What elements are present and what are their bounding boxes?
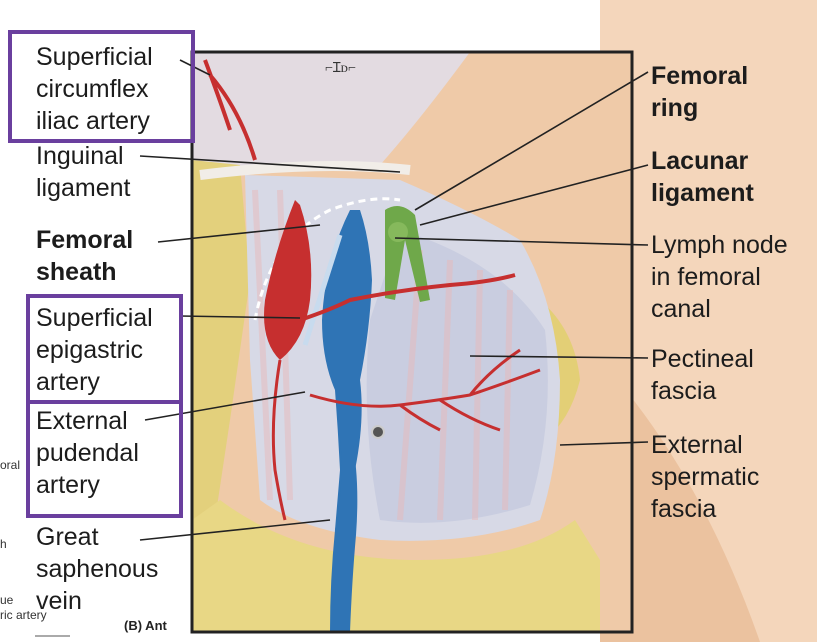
femoral-sheath-outline <box>253 197 401 321</box>
femoral-artery <box>264 200 312 360</box>
label-line: spermatic <box>651 463 760 491</box>
abdominal-fascia <box>192 52 470 175</box>
vein-wall <box>302 234 343 346</box>
label-line: ring <box>651 94 699 122</box>
label-line: External <box>651 431 743 459</box>
external-pudendal-branches <box>309 348 541 432</box>
label-line: circumflex <box>36 75 149 103</box>
great-saphenous-vein <box>330 440 358 632</box>
label-line: External <box>36 407 128 435</box>
leader-ext-pudendal <box>144 391 306 421</box>
figure-caption: (B) Ant <box>124 618 167 633</box>
superficial-circumflex-iliac-artery <box>203 59 257 161</box>
label-line: Inguinal <box>36 142 124 170</box>
frame-scribble: ⌐Ɪᴅ⌐ <box>325 61 356 76</box>
leader-sup-epigastric <box>179 315 301 319</box>
label-line: Superficial <box>36 43 153 71</box>
superficial-epigastric-artery <box>299 273 516 322</box>
label-great-saphenous-vein: Great saphenous vein <box>36 521 158 617</box>
label-line: ligament <box>651 179 754 207</box>
label-pectineal-fascia: Pectineal fascia <box>651 343 754 407</box>
leader-lymph-node <box>394 237 649 246</box>
label-line: Femoral <box>651 62 749 90</box>
label-lacunar-ligament: Lacunar ligament <box>651 145 754 209</box>
skin-shade-right <box>600 360 760 642</box>
label-line: vein <box>36 587 82 615</box>
cutoff-label-ric-artery: ric artery <box>0 608 47 622</box>
label-line: Lacunar <box>651 147 749 175</box>
illustration-frame <box>190 50 634 634</box>
label-line: fascia <box>651 495 717 523</box>
label-line: in femoral <box>651 263 761 291</box>
label-line: Femoral <box>36 226 134 254</box>
cutoff-label-h: h <box>0 537 7 551</box>
label-line: Lymph node <box>651 231 788 259</box>
cutoff-label-ue: ue <box>0 593 14 607</box>
label-line: artery <box>36 368 100 396</box>
label-line: Superficial <box>36 304 153 332</box>
pectineal-shading <box>366 230 548 523</box>
label-external-pudendal-artery: External pudendal artery <box>36 405 139 501</box>
fat-lower <box>192 500 600 632</box>
label-line: sheath <box>36 258 117 286</box>
label-line: fascia <box>651 377 717 405</box>
label-line: canal <box>651 295 711 323</box>
leader-great-saphenous <box>139 519 331 541</box>
label-superficial-circumflex-iliac-artery: Superficial circumflex iliac artery <box>36 41 153 137</box>
label-line: ligament <box>36 174 131 202</box>
highlight-box-arteries <box>26 294 183 518</box>
saphenous-opening-marker <box>371 425 385 439</box>
leader-inguinal <box>139 155 401 173</box>
label-line: saphenous <box>36 555 159 583</box>
leader-pectineal <box>469 355 649 359</box>
cutoff-label-oral: oral <box>0 458 21 472</box>
label-line: Great <box>36 523 99 551</box>
leader-lacunar <box>419 164 649 226</box>
label-line: epigastric <box>36 336 143 364</box>
highlight-box-circumflex <box>8 30 195 143</box>
label-femoral-sheath: Femoral sheath <box>36 224 133 288</box>
artery-lower-left <box>271 359 287 521</box>
label-line: iliac artery <box>36 107 150 135</box>
leader-femoral-ring <box>414 71 649 211</box>
leader-ext-spermatic <box>559 441 649 446</box>
label-inguinal-ligament: Inguinal ligament <box>36 140 131 204</box>
label-line: Pectineal <box>651 345 754 373</box>
label-femoral-ring: Femoral ring <box>651 60 748 124</box>
femoral-vein <box>322 210 372 532</box>
lymph-node <box>388 222 408 242</box>
label-external-spermatic-fascia: External spermatic fascia <box>651 429 759 525</box>
label-line: artery <box>36 471 100 499</box>
label-superficial-epigastric-artery: Superficial epigastric artery <box>36 302 153 398</box>
leader-femoral-sheath <box>157 224 321 243</box>
leader-lines <box>139 59 649 541</box>
fat-upper-left <box>192 160 250 540</box>
label-line: pudendal <box>36 439 139 467</box>
label-lymph-node-in-femoral-canal: Lymph node in femoral canal <box>651 229 788 325</box>
